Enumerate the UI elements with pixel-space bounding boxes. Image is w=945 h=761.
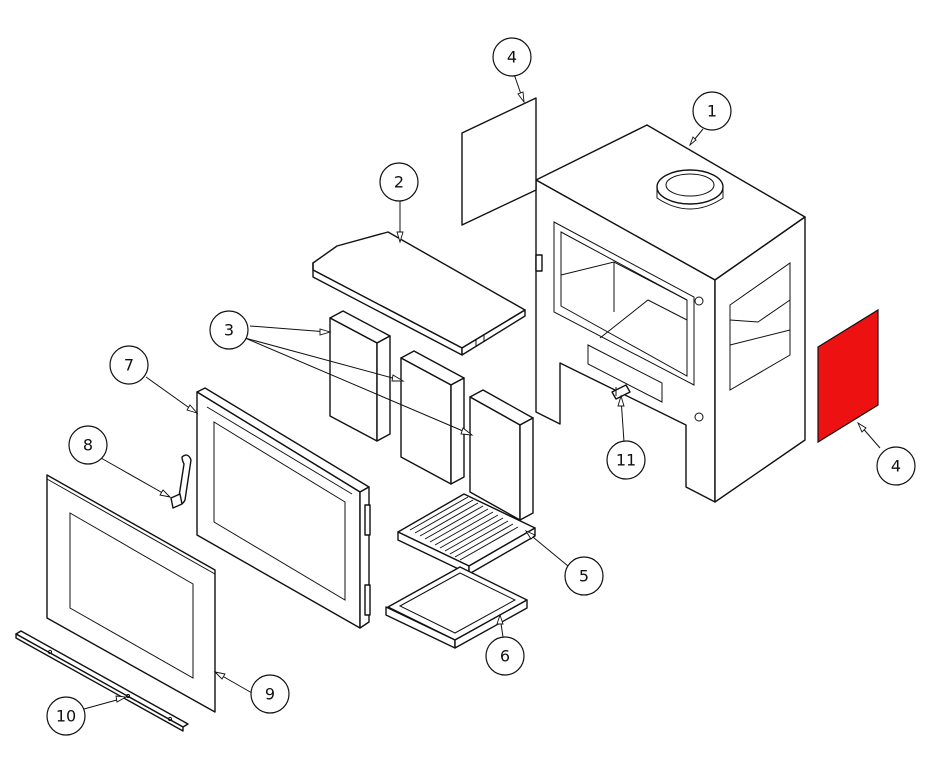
- callout-4-side-label: 4: [891, 457, 901, 476]
- callout-8: 8: [68, 425, 108, 465]
- callout-2: 2: [379, 162, 419, 202]
- leader-lines: [83, 73, 881, 710]
- callout-3: 3: [209, 310, 249, 350]
- callout-9-label: 9: [265, 685, 275, 704]
- callout-4-top: 4: [492, 37, 532, 77]
- callout-1: 1: [692, 91, 732, 131]
- callout-9: 9: [250, 674, 290, 714]
- stove-body: [535, 124, 806, 503]
- callout-2-label: 2: [394, 173, 404, 192]
- air-control-slider: [611, 384, 631, 400]
- firebricks: [329, 310, 534, 521]
- door-frame: [196, 387, 371, 629]
- side-panel-highlighted: [817, 308, 879, 444]
- callout-1-label: 1: [707, 102, 717, 121]
- grate: [397, 493, 536, 575]
- side-panel-top: [461, 97, 537, 226]
- callout-5: 5: [564, 556, 604, 596]
- callout-7-label: 7: [124, 356, 134, 375]
- door-handle: [170, 454, 192, 509]
- callout-4-top-label: 4: [507, 48, 517, 67]
- callout-7: 7: [109, 345, 149, 385]
- baffle-plate: [312, 231, 526, 356]
- callout-10: 10: [46, 696, 86, 736]
- glass-door: [46, 474, 216, 713]
- callout-6: 6: [485, 636, 525, 676]
- callout-10-label: 10: [56, 707, 76, 726]
- callout-4-side: 4: [876, 446, 916, 486]
- callout-11-label: 11: [616, 451, 636, 470]
- callout-6-label: 6: [500, 647, 510, 666]
- callout-3-label: 3: [224, 321, 234, 340]
- callout-11: 11: [606, 440, 646, 480]
- callout-5-label: 5: [579, 567, 589, 586]
- trim-bar: [15, 630, 189, 732]
- callout-8-label: 8: [83, 436, 93, 455]
- ash-pan: [385, 566, 528, 649]
